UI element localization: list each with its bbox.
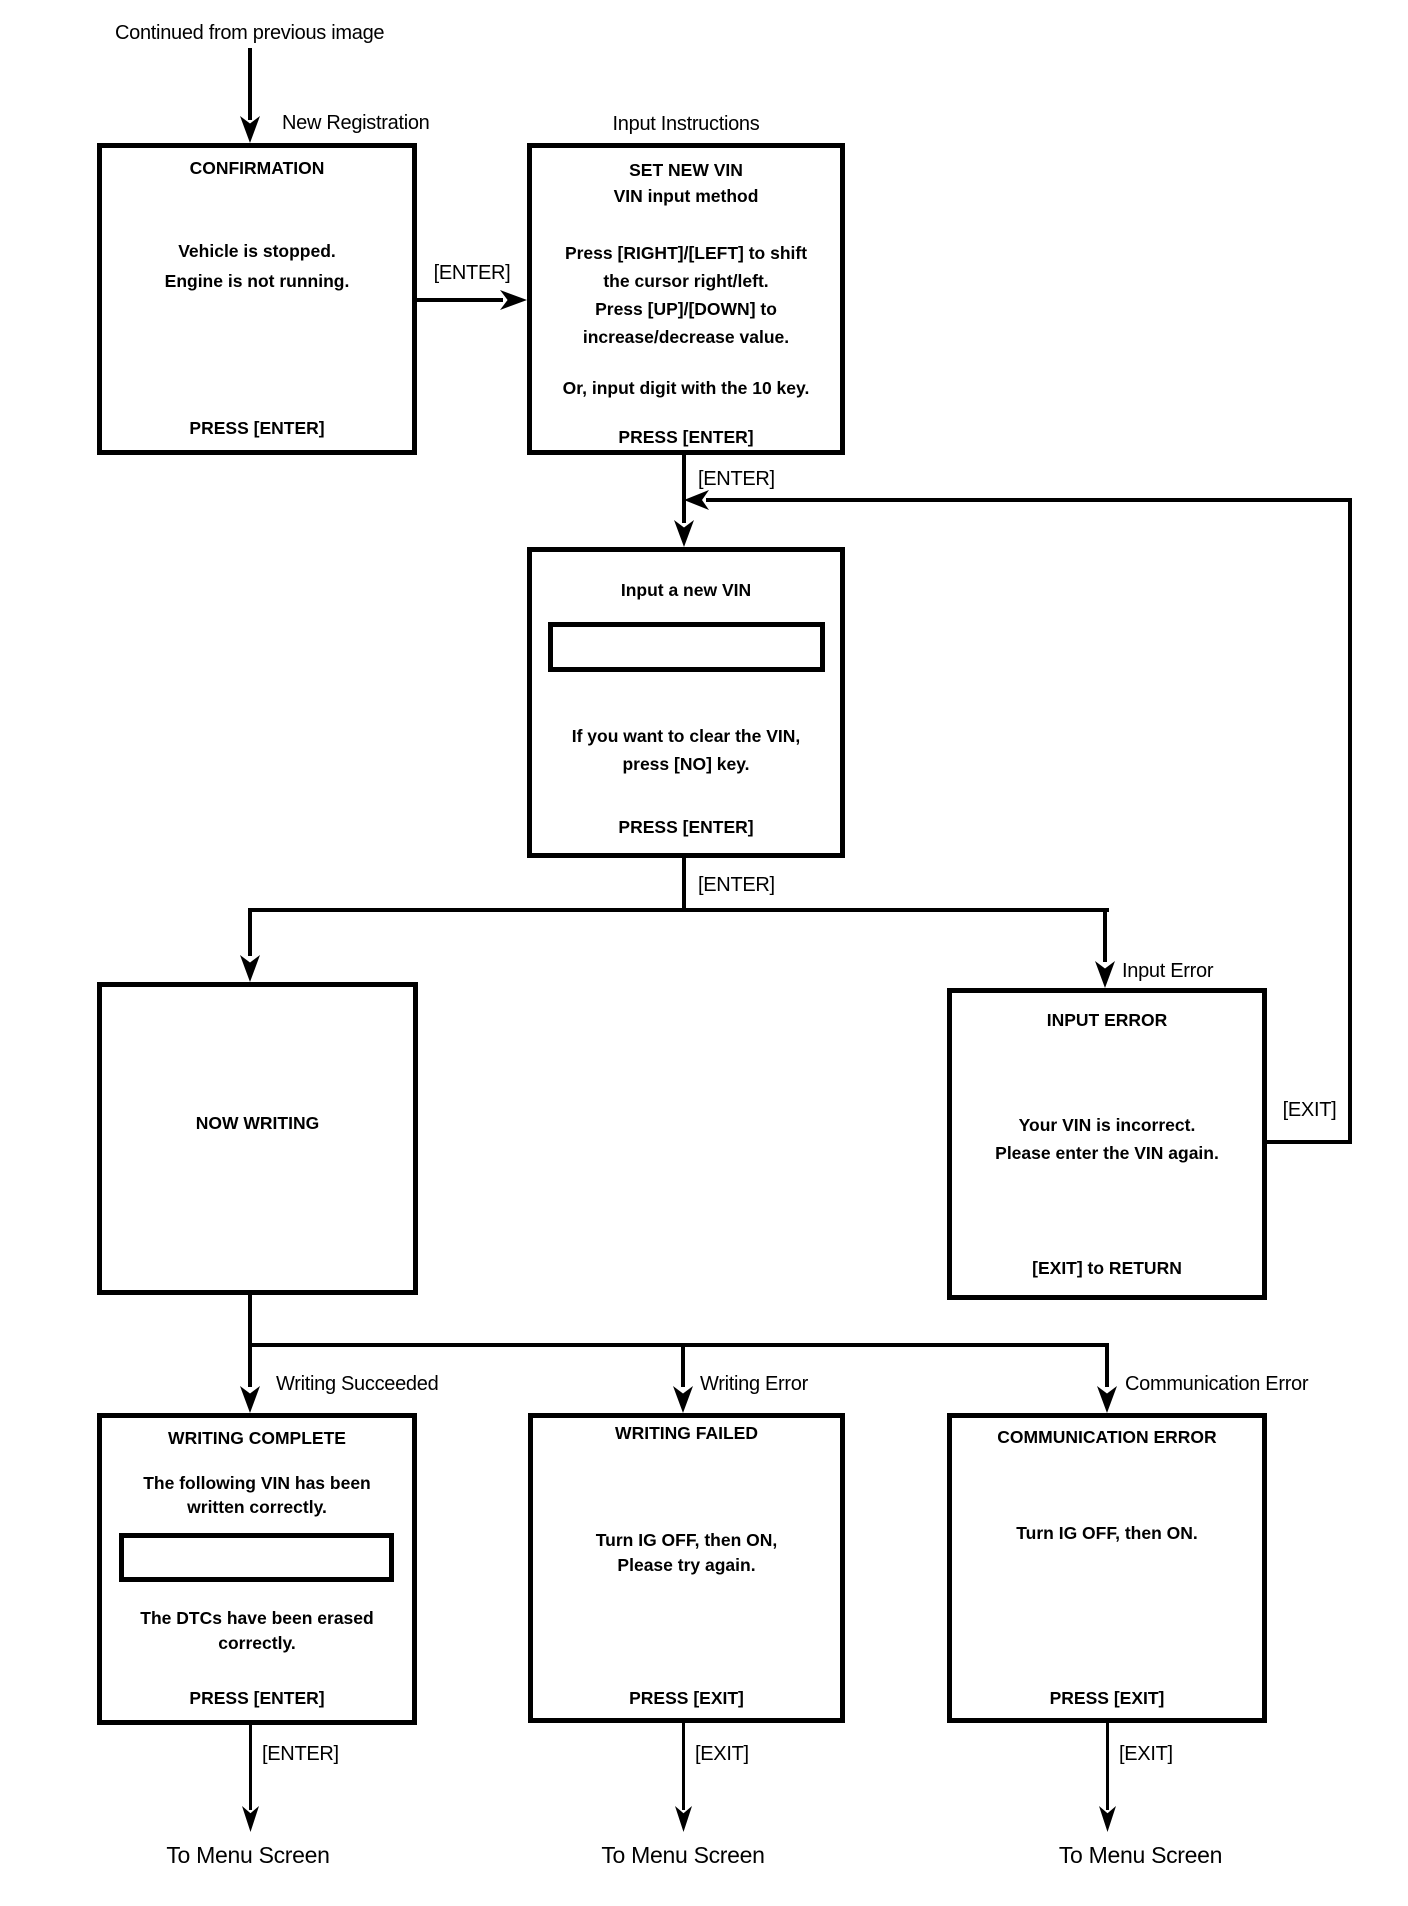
screen-text: Turn IG OFF, then ON. [1016,1523,1198,1543]
screen-title: NOW WRITING [195,1113,320,1133]
to-menu-screen-label: To Menu Screen [1058,1842,1223,1868]
exit-label: [EXIT] [1119,1743,1173,1765]
screen-title: Input a new VIN [620,580,752,600]
connector-line [682,455,686,523]
screen-text: correctly. [218,1633,296,1653]
screen-text: Your VIN is incorrect. [1018,1115,1196,1135]
connector-line [248,908,1109,912]
communication-error-label: Communication Error [1125,1373,1309,1395]
to-menu-screen-label: To Menu Screen [601,1842,765,1868]
writing-error-label: Writing Error [700,1373,808,1395]
new-registration-label: New Registration [282,112,430,134]
enter-label: [ENTER] [433,262,511,284]
vin-display-field [119,1533,394,1582]
screen-title: CONFIRMATION [189,158,325,178]
screen-action: PRESS [ENTER] [618,817,754,837]
screen-text: If you want to clear the VIN, [571,726,801,746]
arrow-down-icon [240,955,260,982]
screen-action: PRESS [ENTER] [618,427,754,447]
arrow-down-icon [240,1386,260,1413]
connector-line [681,1343,685,1387]
screen-text: Press [RIGHT]/[LEFT] to shift [564,243,808,263]
screen-text: the cursor right/left. [603,271,769,291]
input-new-vin-screen-box: Input a new VIN If you want to clear the… [527,547,845,858]
screen-action: PRESS [EXIT] [1049,1688,1165,1708]
arrow-down-icon [673,1386,693,1413]
exit-label: [EXIT] [695,1743,749,1765]
enter-label: [ENTER] [262,1743,339,1765]
connector-line [417,298,503,302]
connector-line [1106,1723,1109,1810]
screen-text: The following VIN has been [143,1473,371,1493]
screen-text: press [NO] key. [622,754,750,774]
to-menu-screen-label: To Menu Screen [166,1842,330,1868]
connector-line [1267,1140,1352,1144]
arrow-down-icon [240,116,260,143]
connector-line [248,1295,252,1347]
screen-text: Please try again. [617,1555,756,1575]
connector-line [248,1343,252,1387]
communication-error-screen-box: COMMUNICATION ERROR Turn IG OFF, then ON… [947,1413,1267,1723]
screen-title: SET NEW VIN [629,160,743,180]
screen-title: INPUT ERROR [1046,1010,1168,1030]
input-instructions-label: Input Instructions [612,113,760,135]
screen-text: Turn IG OFF, then ON, [595,1530,778,1550]
connector-line [248,908,252,956]
screen-title: VIN input method [613,186,759,206]
connector-line [1103,908,1107,962]
screen-action: [EXIT] to RETURN [1032,1258,1182,1278]
connector-line [682,858,686,912]
arrow-down-icon [674,520,694,547]
enter-label: [ENTER] [698,874,775,896]
set-new-vin-screen-box: SET NEW VIN VIN input method Press [RIGH… [527,143,845,455]
connector-line [1105,1343,1109,1387]
writing-succeeded-label: Writing Succeeded [276,1373,439,1395]
screen-title: WRITING FAILED [615,1423,758,1443]
screen-text: Engine is not running. [164,271,350,291]
screen-text: increase/decrease value. [582,327,790,347]
screen-title: WRITING COMPLETE [168,1428,346,1448]
connector-line [249,1725,252,1810]
screen-text: The DTCs have been erased [140,1608,374,1628]
screen-action: PRESS [ENTER] [189,1688,325,1708]
arrow-down-icon [1097,1386,1117,1413]
continued-from-label: Continued from previous image [115,22,385,44]
screen-text: Press [UP]/[DOWN] to [595,299,777,319]
confirmation-screen-box: CONFIRMATION Vehicle is stopped. Engine … [97,143,417,455]
exit-label: [EXIT] [1282,1099,1337,1121]
arrow-down-icon [1095,961,1115,988]
enter-label: [ENTER] [698,468,775,490]
vin-input-field [548,622,825,672]
screen-text: Vehicle is stopped. [178,241,336,261]
input-error-screen-box: INPUT ERROR Your VIN is incorrect. Pleas… [947,988,1267,1300]
connector-line [706,498,1352,502]
arrow-right-icon [500,290,527,310]
connector-line [1348,498,1352,1144]
input-error-label: Input Error [1122,960,1214,982]
screen-title: COMMUNICATION ERROR [997,1427,1217,1447]
writing-failed-screen-box: WRITING FAILED Turn IG OFF, then ON, Ple… [528,1413,845,1723]
screen-action: PRESS [ENTER] [189,418,325,438]
connector-line [682,1723,685,1810]
writing-complete-screen-box: WRITING COMPLETE The following VIN has b… [97,1413,417,1725]
now-writing-screen-box: NOW WRITING [97,982,418,1295]
screen-text: Please enter the VIN again. [995,1143,1219,1163]
connector-line [248,1343,1109,1347]
connector-line [248,48,252,120]
screen-text: Or, input digit with the 10 key. [562,378,810,398]
screen-text: written correctly. [187,1497,327,1517]
screen-action: PRESS [EXIT] [629,1688,744,1708]
